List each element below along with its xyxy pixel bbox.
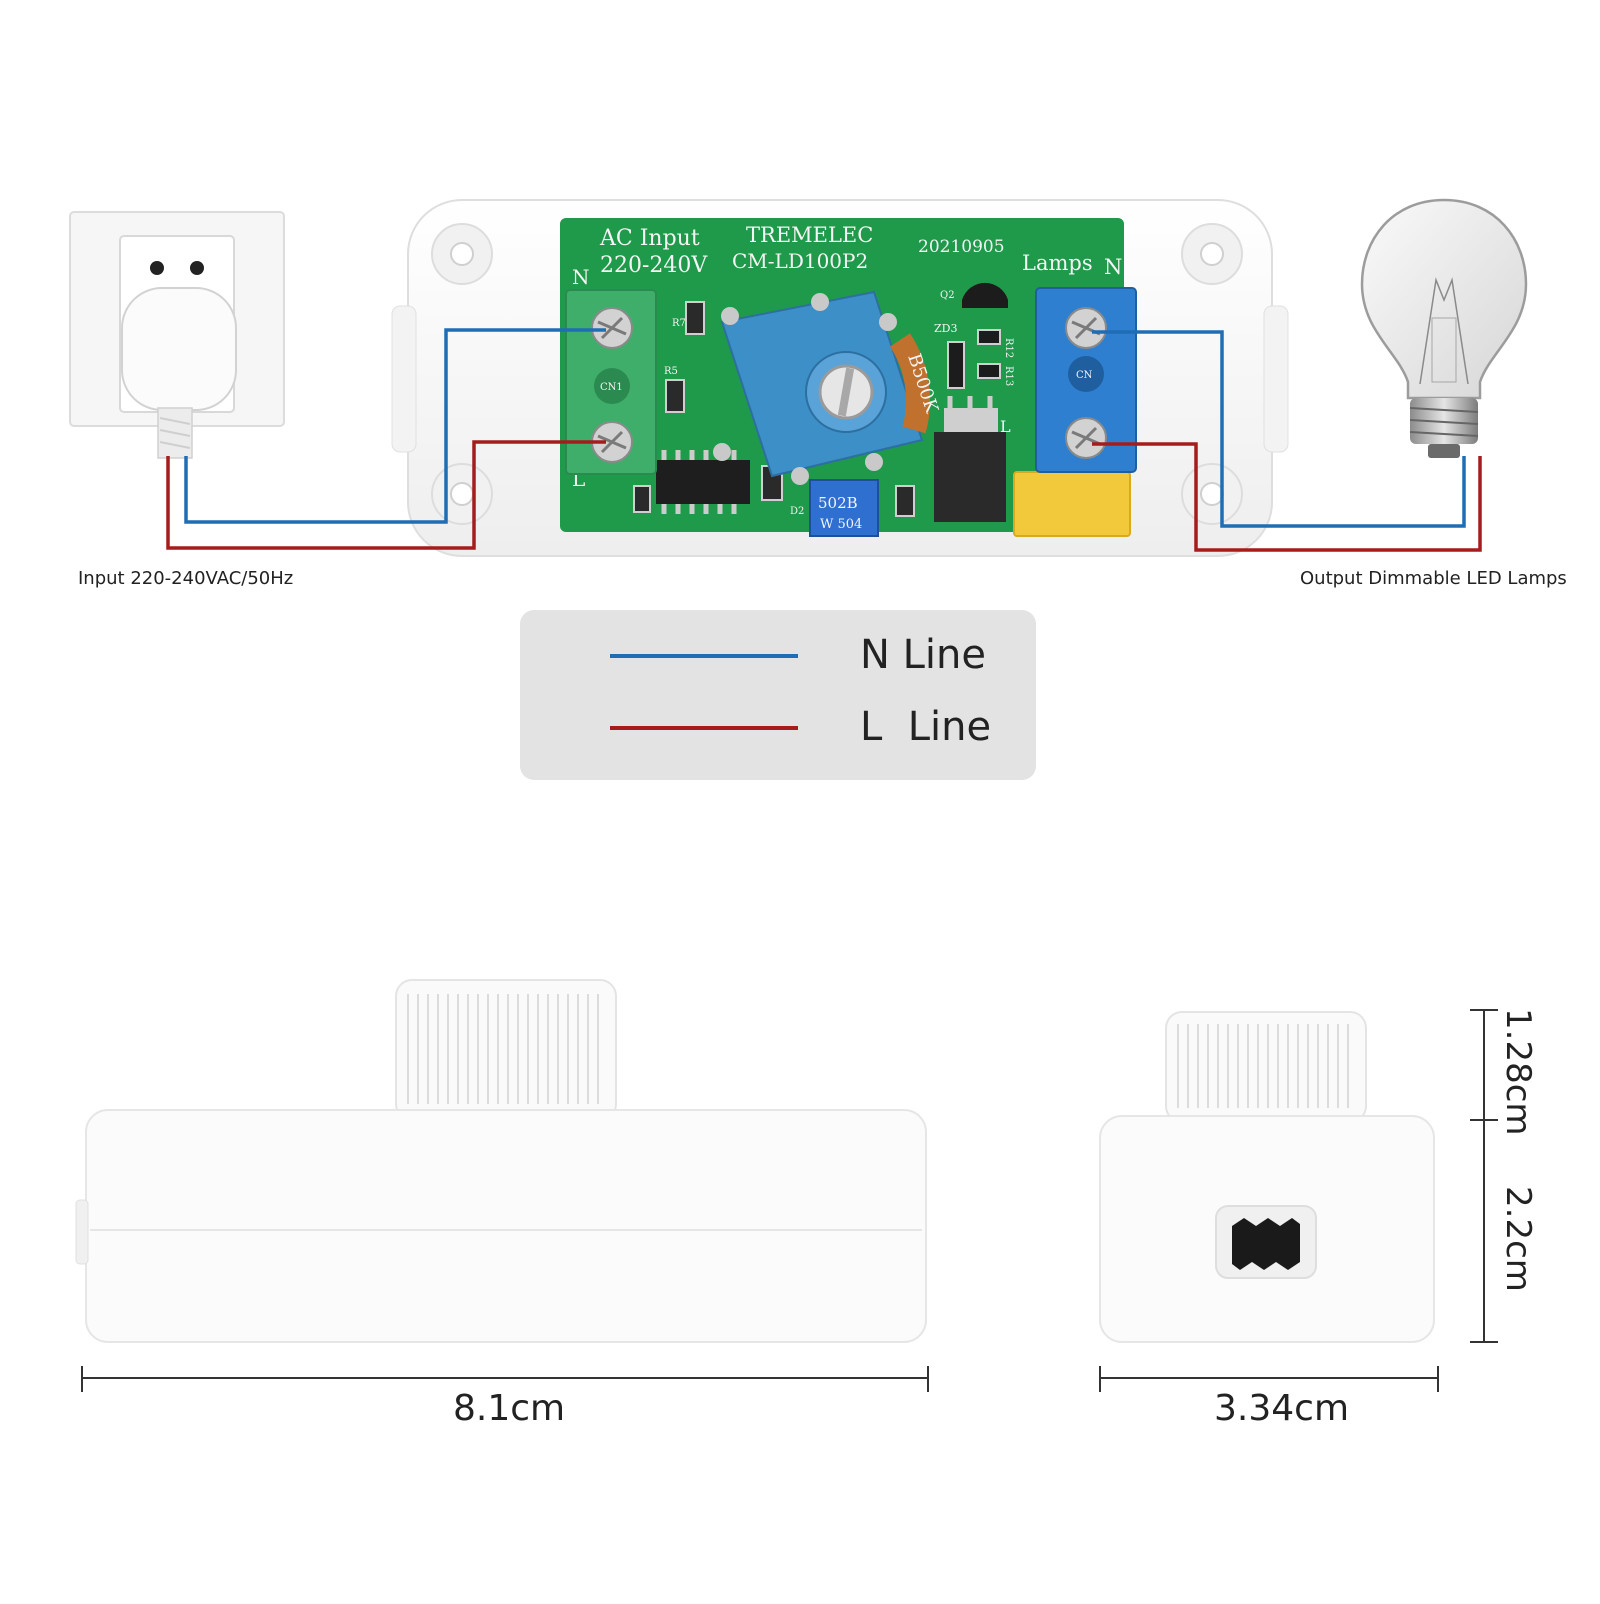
resistor-r7: R7 bbox=[672, 301, 705, 335]
transistor-q2: Q2 bbox=[940, 282, 1008, 308]
output-terminal-block: CN bbox=[1035, 287, 1137, 473]
svg-text:R5: R5 bbox=[664, 366, 678, 377]
pcb-date-code-text: 20210905 bbox=[918, 237, 1005, 257]
svg-text:ZD3: ZD3 bbox=[934, 322, 957, 335]
pcb-r12-text: R12 bbox=[1003, 338, 1014, 358]
pcb-right-n-text: N bbox=[1104, 255, 1122, 279]
n-line-input-wire bbox=[184, 328, 606, 524]
l-line-label: L Line bbox=[860, 704, 992, 750]
resistor-r12 bbox=[977, 329, 1001, 345]
pcb-lamps-text: Lamps bbox=[1022, 251, 1093, 275]
trimmer-potentiometer: 502B W 504 bbox=[809, 479, 879, 537]
zener-zd3: ZD3 bbox=[934, 322, 965, 389]
svg-text:CN: CN bbox=[1076, 370, 1093, 381]
l-line-input-wire bbox=[166, 440, 606, 550]
circuit-board: AC Input 220-240V TREMELEC CM-LD100P2 20… bbox=[560, 218, 1137, 537]
wire-legend: N Line L Line bbox=[520, 610, 1036, 780]
svg-text:Q2: Q2 bbox=[940, 290, 955, 301]
dimmer-knob-side bbox=[1165, 1011, 1367, 1123]
n-line-swatch bbox=[610, 654, 798, 658]
l-line-swatch bbox=[610, 726, 798, 730]
terminal-cn2-hole bbox=[1068, 356, 1104, 392]
pcb-d2-text: D2 bbox=[790, 506, 804, 517]
svg-text:CN1: CN1 bbox=[600, 382, 623, 393]
power-plug bbox=[121, 287, 237, 459]
pcb-voltage-text: 220-240V bbox=[600, 253, 708, 278]
svg-text:R7: R7 bbox=[672, 318, 686, 329]
pcb-trim-value-text: 502B bbox=[818, 494, 858, 512]
pcb-left-n-text: N bbox=[572, 265, 590, 289]
input-terminal-block: CN1 bbox=[565, 289, 657, 475]
pcb-model-text: CM-LD100P2 bbox=[732, 249, 868, 273]
resistor-r3 bbox=[895, 485, 915, 517]
knob-height-dimension-label: 1.28cm bbox=[1498, 1008, 1538, 1136]
pcb-right-l-text: L bbox=[1000, 417, 1011, 436]
pcb-ac-input-text: AC Input bbox=[599, 226, 700, 251]
l-line-output-wire bbox=[1092, 442, 1482, 552]
pcb-trim-sub-text: W 504 bbox=[820, 517, 862, 532]
resistor-r13 bbox=[977, 363, 1001, 379]
terminal-cn1-hole bbox=[594, 368, 630, 404]
width-dimension-label: 3.34cm bbox=[1214, 1388, 1350, 1429]
resistor-r1 bbox=[633, 485, 651, 513]
bulb-screw-base bbox=[1409, 398, 1479, 458]
input-voltage-label: Input 220-240VAC/50Hz bbox=[78, 568, 294, 589]
pcb-brand-text: TREMELEC bbox=[746, 223, 873, 247]
length-dimension-label: 8.1cm bbox=[453, 1388, 566, 1429]
dimmer-front-view bbox=[75, 979, 927, 1343]
potentiometer: B500K bbox=[713, 290, 942, 485]
x2-capacitor bbox=[1013, 471, 1131, 537]
cable-grip-slot bbox=[1232, 1218, 1300, 1270]
resistor-r5: R5 bbox=[664, 366, 685, 413]
wiring-lines bbox=[166, 328, 1482, 552]
dimmer-side-view bbox=[1099, 1011, 1435, 1343]
n-line-label: N Line bbox=[860, 632, 986, 678]
pcb-r13-text: R13 bbox=[1003, 366, 1014, 386]
body-height-dimension-label: 2.2cm bbox=[1498, 1186, 1538, 1292]
n-line-output-wire bbox=[1092, 330, 1466, 528]
dimension-lines bbox=[81, 1009, 1498, 1392]
output-lamps-label: Output Dimmable LED Lamps bbox=[1300, 568, 1567, 589]
light-bulb bbox=[1360, 198, 1528, 458]
triac bbox=[934, 396, 1006, 522]
dimmer-body-front bbox=[85, 1109, 927, 1343]
